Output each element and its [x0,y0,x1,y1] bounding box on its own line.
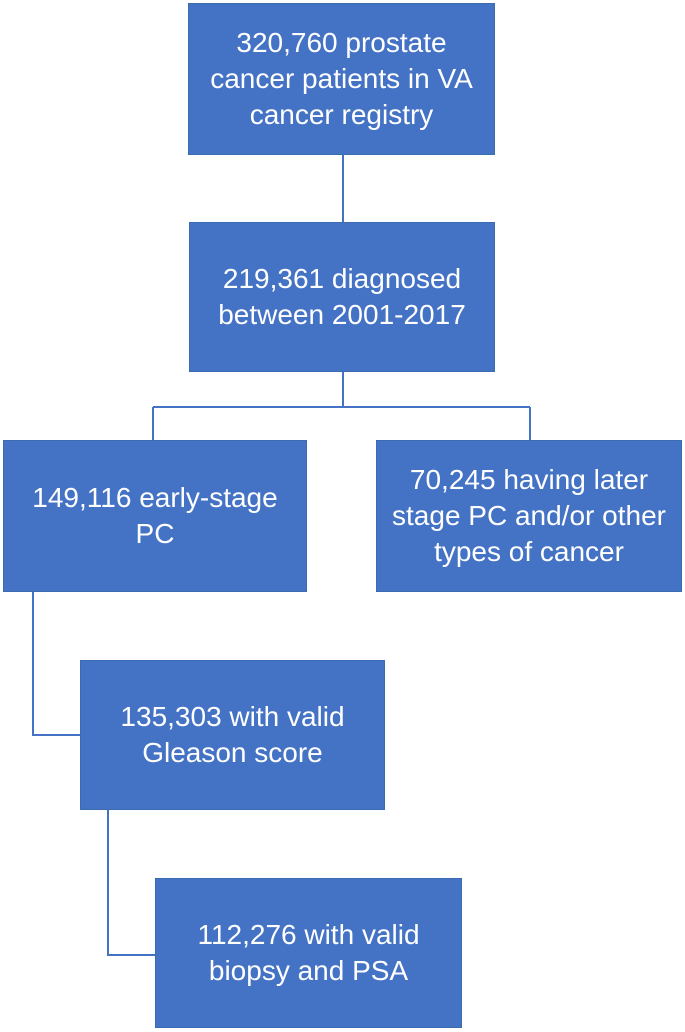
connector-gleason-to-biopsy [107,810,155,956]
diagnosed-text: 219,361 diagnosed between 2001-2017 [218,263,466,330]
registry-box: 320,760 prostate cancer patients in VA c… [188,3,495,155]
gleason-text: 135,303 with valid Gleason score [120,701,345,768]
biopsy-psa-text: 112,276 with valid biopsy and PSA [197,919,420,986]
early-stage-text: 149,116 early-stage PC [32,482,278,549]
early-stage-box: 149,116 early-stage PC [3,440,307,592]
diagnosed-box: 219,361 diagnosed between 2001-2017 [189,222,495,372]
later-stage-text: 70,245 having later stage PC and/or othe… [392,464,666,567]
gleason-box: 135,303 with valid Gleason score [80,660,385,810]
registry-text: 320,760 prostate cancer patients in VA c… [210,27,473,130]
connector-early-to-gleason [32,592,80,736]
connector-diagnosed-branch [152,372,531,440]
later-stage-box: 70,245 having later stage PC and/or othe… [376,440,682,592]
biopsy-psa-box: 112,276 with valid biopsy and PSA [155,878,462,1028]
